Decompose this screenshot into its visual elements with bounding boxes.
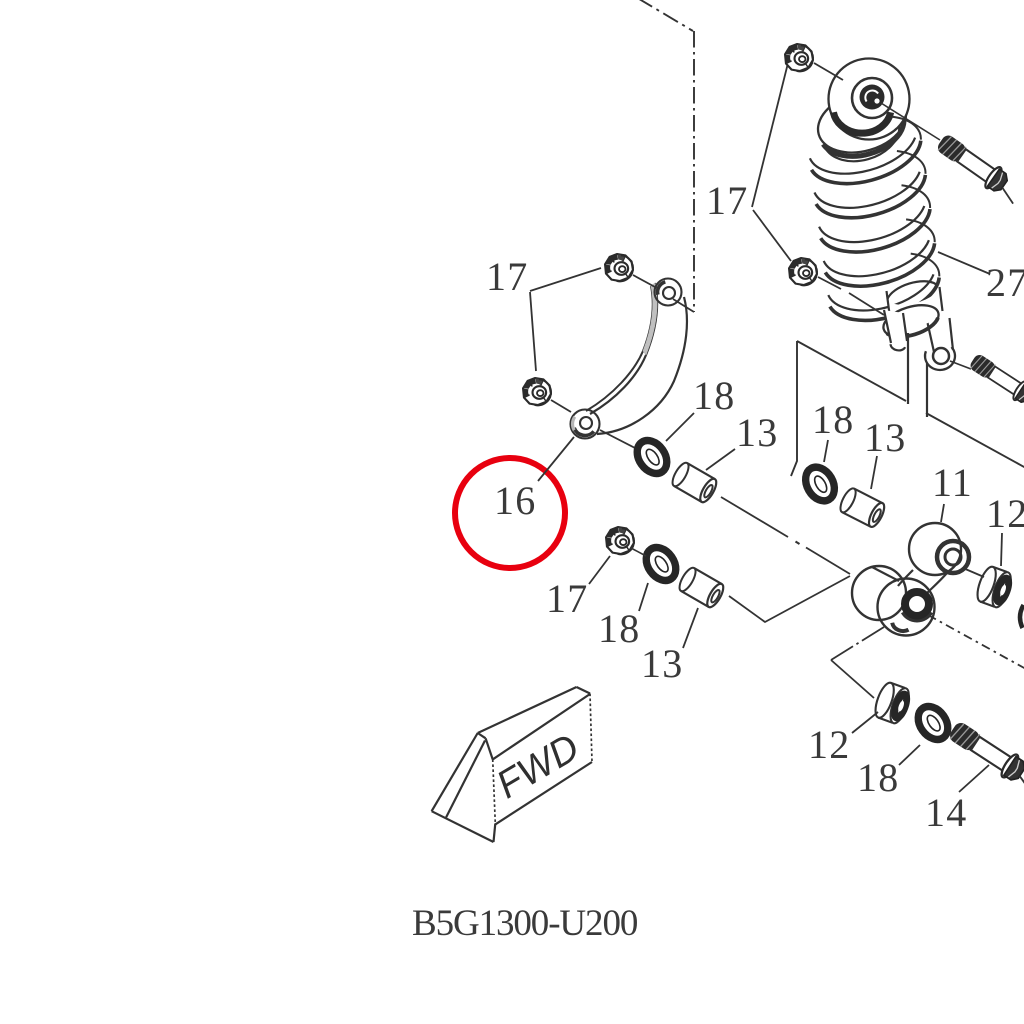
svg-text:12: 12 — [986, 491, 1024, 536]
svg-text:17: 17 — [706, 178, 748, 223]
svg-text:18: 18 — [857, 755, 899, 800]
svg-text:B5G1300-U200: B5G1300-U200 — [412, 903, 638, 944]
svg-text:FWD: FWD — [489, 725, 587, 807]
svg-text:17: 17 — [546, 576, 588, 621]
svg-text:11: 11 — [932, 460, 973, 505]
svg-text:13: 13 — [641, 641, 683, 686]
svg-text:18: 18 — [693, 373, 735, 418]
svg-text:18: 18 — [812, 397, 854, 442]
svg-text:27: 27 — [986, 260, 1024, 305]
svg-text:13: 13 — [864, 415, 906, 460]
svg-text:18: 18 — [598, 606, 640, 651]
svg-text:13: 13 — [736, 410, 778, 455]
svg-text:12: 12 — [808, 722, 850, 767]
svg-text:14: 14 — [925, 790, 967, 835]
svg-text:17: 17 — [486, 254, 528, 299]
svg-text:16: 16 — [494, 478, 536, 523]
